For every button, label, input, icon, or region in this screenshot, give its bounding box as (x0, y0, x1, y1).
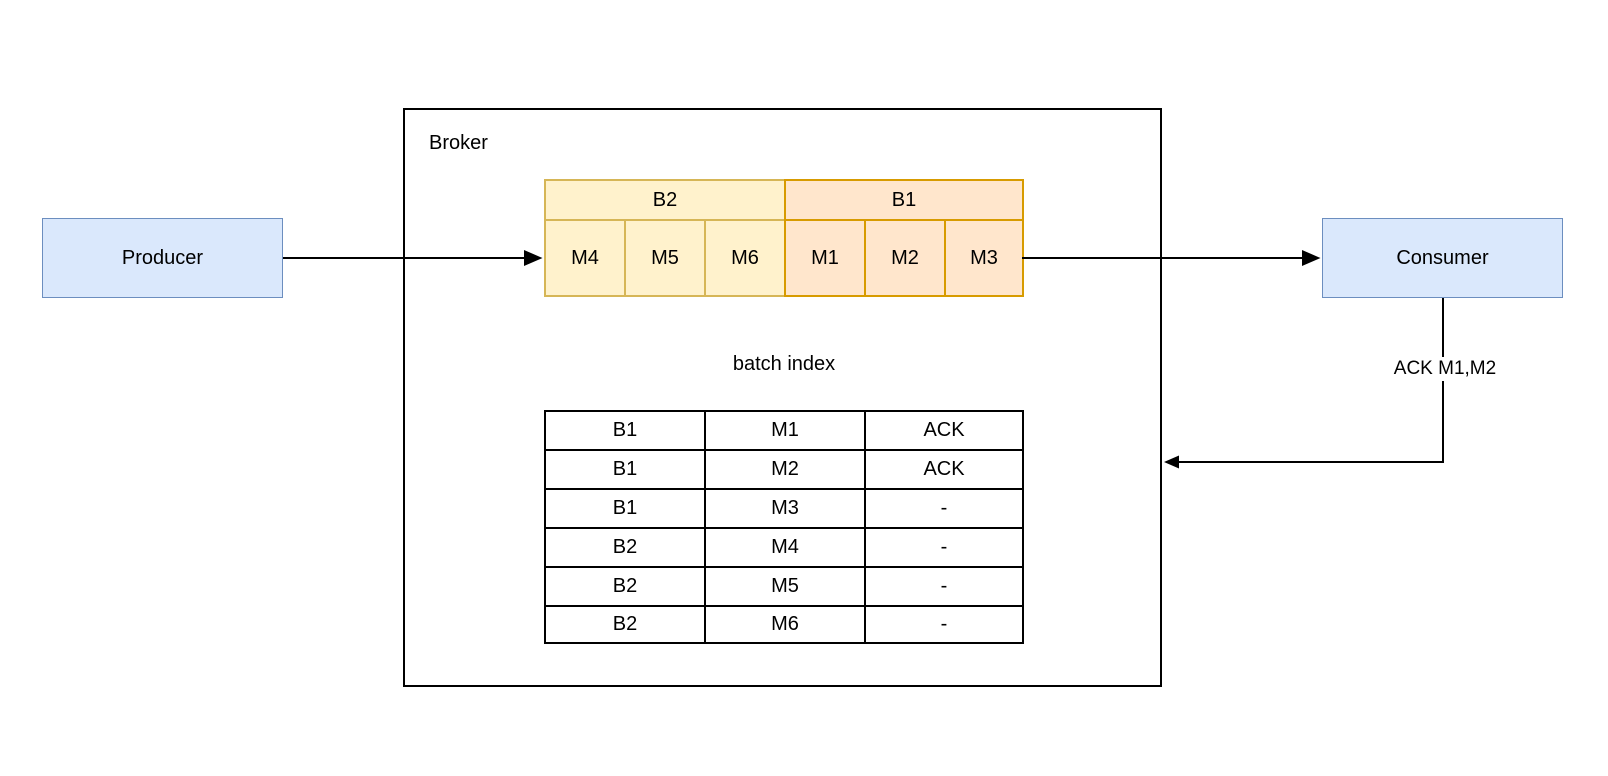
broker-label: Broker (429, 132, 488, 154)
table-cell: - (864, 527, 1024, 566)
message-queue: B2 B1 M4 M5 M6 M1 M2 M3 (544, 179, 1024, 297)
table-cell: B2 (544, 527, 704, 566)
table-cell: M4 (704, 527, 864, 566)
arrowhead (1302, 249, 1321, 267)
table-cell: ACK (864, 410, 1024, 449)
batch-b2-header: B2 (544, 179, 784, 219)
table-cell: M1 (704, 410, 864, 449)
producer-node: Producer (42, 218, 283, 298)
consumer-ack-arrow (1164, 298, 1444, 469)
table-cell: B2 (544, 605, 704, 644)
table-cell: B2 (544, 566, 704, 605)
table-cell: M3 (704, 488, 864, 527)
queue-cell-m4: M4 (544, 219, 624, 297)
broker-container: Broker B2 B1 M4 M5 M6 M1 M2 M3 batch ind… (403, 108, 1162, 687)
table-cell: B1 (544, 410, 704, 449)
batch-index-title: batch index (732, 353, 836, 375)
table-cell: M6 (704, 605, 864, 644)
table-cell: - (864, 566, 1024, 605)
queue-cell-m5: M5 (624, 219, 704, 297)
batch-b1-header: B1 (784, 179, 1024, 219)
table-cell: M5 (704, 566, 864, 605)
queue-cell-m3: M3 (944, 219, 1024, 297)
queue-cell-m1: M1 (784, 219, 864, 297)
queue-cell-m2: M2 (864, 219, 944, 297)
table-cell: ACK (864, 449, 1024, 488)
table-cell: - (864, 605, 1024, 644)
table-cell: B1 (544, 488, 704, 527)
table-cell: B1 (544, 449, 704, 488)
arrowhead (1164, 455, 1179, 469)
table-cell: - (864, 488, 1024, 527)
batch-index-table: B1 M1 ACK B1 M2 ACK B1 M3 - B2 M4 - B2 M… (544, 410, 1024, 644)
queue-cell-m6: M6 (704, 219, 784, 297)
consumer-label: Consumer (1396, 246, 1489, 269)
table-cell: M2 (704, 449, 864, 488)
consumer-node: Consumer (1322, 218, 1563, 298)
producer-label: Producer (121, 246, 204, 269)
ack-message-label: ACK M1,M2 (1372, 357, 1518, 381)
